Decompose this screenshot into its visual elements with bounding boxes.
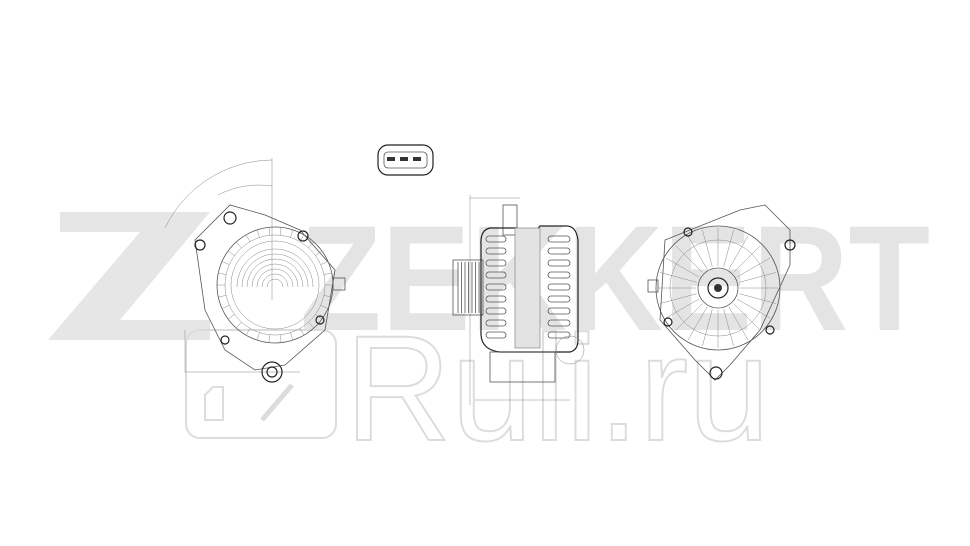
rear-rib xyxy=(736,298,771,319)
vent-slot xyxy=(266,278,284,288)
housing-rib xyxy=(290,229,294,238)
rear-rib xyxy=(675,245,703,273)
vent-slot xyxy=(246,258,304,288)
housing-rib xyxy=(256,229,260,238)
rear-rib xyxy=(702,229,713,267)
cooling-fin xyxy=(547,319,571,327)
rear-rib xyxy=(659,293,697,304)
housing-rib xyxy=(236,321,242,329)
housing-rib xyxy=(268,334,271,343)
zekkert-watermark: ZEKKERT xyxy=(48,194,930,362)
housing-rib xyxy=(221,261,230,265)
rear-rib xyxy=(728,235,749,270)
cooling-fin xyxy=(547,247,571,255)
housing-rib xyxy=(227,314,235,320)
cooling-fin xyxy=(547,307,571,315)
housing-rib xyxy=(320,261,329,265)
housing-rib xyxy=(221,305,230,309)
housing-rib xyxy=(279,334,282,343)
site-watermark: Ruli.ru xyxy=(185,303,771,473)
cooling-fin xyxy=(485,319,507,327)
rear-rib xyxy=(733,245,761,273)
housing-rib xyxy=(299,328,305,336)
vent-slot xyxy=(236,248,314,288)
vent-slot xyxy=(241,253,309,288)
rear-rib xyxy=(723,309,734,347)
cooling-fin xyxy=(485,259,507,267)
housing-rib xyxy=(323,295,332,298)
front-view xyxy=(164,158,346,383)
rear-rib xyxy=(739,272,777,283)
cooling-fin xyxy=(485,283,507,291)
housing-rib xyxy=(308,241,314,249)
cooling-fin xyxy=(547,271,571,279)
rear-rib xyxy=(665,298,700,319)
housing-rib xyxy=(236,241,242,249)
rear-rib xyxy=(687,306,708,341)
cooling-fin xyxy=(485,331,507,339)
cooling-fin xyxy=(547,235,571,243)
rear-rib xyxy=(659,272,697,283)
brand-watermark-text: ZEKKERT xyxy=(300,194,930,362)
housing-rib xyxy=(218,295,227,298)
housing-rib xyxy=(218,272,227,275)
side-view xyxy=(452,195,585,405)
cooling-fin xyxy=(547,295,571,303)
housing-rib xyxy=(308,321,314,329)
rear-rib xyxy=(736,257,771,278)
housing-rib xyxy=(279,227,282,236)
shock-absorber-icon xyxy=(260,383,294,422)
rear-view xyxy=(647,204,796,381)
housing-rib xyxy=(290,332,294,341)
housing-rib xyxy=(320,305,329,309)
rear-rib xyxy=(728,306,749,341)
cooling-fin xyxy=(485,307,507,315)
cooling-fin xyxy=(485,271,507,279)
site-watermark-text: Ruli.ru xyxy=(345,304,770,472)
vent-slot xyxy=(256,268,294,288)
cooling-fin xyxy=(485,295,507,303)
cooling-fin xyxy=(485,235,507,243)
rear-rib xyxy=(702,309,713,347)
rear-rib xyxy=(665,257,700,278)
housing-rib xyxy=(227,250,235,256)
rear-rib xyxy=(675,303,703,331)
rear-rib xyxy=(733,303,761,331)
cooling-fin xyxy=(547,283,571,291)
rear-rib xyxy=(723,229,734,267)
housing-rib xyxy=(315,250,323,256)
rear-rib xyxy=(739,293,777,304)
connector-plug-view xyxy=(377,144,434,176)
vent-slot xyxy=(251,263,299,288)
housing-rib xyxy=(268,227,271,236)
housing-rib xyxy=(323,272,332,275)
oil-can-icon xyxy=(204,386,224,421)
housing-rib xyxy=(256,332,260,341)
housing-rib xyxy=(245,234,251,242)
vent-slot xyxy=(261,273,289,288)
cooling-fin xyxy=(485,247,507,255)
rear-rib xyxy=(687,235,708,270)
cooling-fin xyxy=(547,331,571,339)
housing-rib xyxy=(245,328,251,336)
cooling-fin xyxy=(547,259,571,267)
